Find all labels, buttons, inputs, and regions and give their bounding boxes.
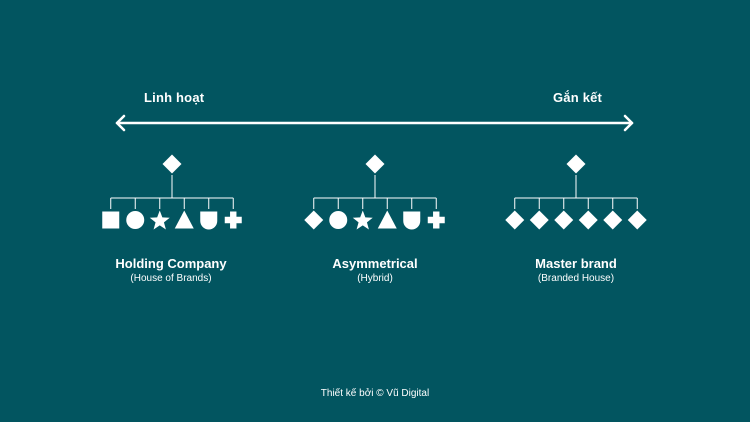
- cross-icon: [427, 211, 445, 229]
- star-icon: [352, 210, 373, 230]
- diamond-icon: [162, 154, 182, 174]
- brand-tree: [102, 154, 242, 230]
- axis-left-label: Linh hoạt: [144, 90, 205, 105]
- axis-right-label: Gắn kết: [553, 90, 603, 105]
- brand-tree: [304, 154, 445, 230]
- diamond-icon: [505, 210, 525, 230]
- structure-name: Asymmetrical: [332, 256, 418, 271]
- triangle-icon: [377, 210, 397, 229]
- structure-caption-holding: Holding Company (House of Brands): [81, 256, 261, 286]
- arrow-left-head: [115, 114, 126, 132]
- tree-connectors: [514, 175, 638, 209]
- diamond-icon: [554, 210, 574, 230]
- shield-icon: [200, 211, 218, 230]
- square-icon: [102, 211, 120, 229]
- triangle-icon: [174, 210, 194, 229]
- structure-caption-asymmetrical: Asymmetrical (Hybrid): [285, 256, 465, 286]
- diamond-icon: [627, 210, 647, 230]
- diamond-icon: [603, 210, 623, 230]
- double-arrow: [115, 114, 634, 132]
- structure-subtitle: (Hybrid): [357, 273, 393, 284]
- circle-icon: [126, 211, 145, 229]
- structure-name: Holding Company: [115, 256, 227, 271]
- diamond-icon: [365, 154, 385, 174]
- structure-name: Master brand: [535, 256, 617, 271]
- brand-tree: [505, 154, 647, 230]
- diamond-icon: [529, 210, 549, 230]
- structure-subtitle: (House of Brands): [130, 273, 212, 284]
- shield-icon: [403, 211, 421, 230]
- arrow-right-head: [623, 114, 634, 132]
- star-icon: [149, 210, 170, 230]
- structure-subtitle: (Branded House): [537, 273, 615, 284]
- tree-connectors: [110, 175, 234, 209]
- diamond-icon: [304, 210, 324, 230]
- footer-credit: Thiết kế bởi © Vũ Digital: [320, 388, 430, 399]
- circle-icon: [329, 211, 348, 229]
- diamond-icon: [566, 154, 586, 174]
- structure-caption-master-brand: Master brand (Branded House): [486, 256, 666, 286]
- cross-icon: [224, 211, 242, 229]
- diamond-icon: [578, 210, 598, 230]
- tree-connectors: [313, 175, 437, 209]
